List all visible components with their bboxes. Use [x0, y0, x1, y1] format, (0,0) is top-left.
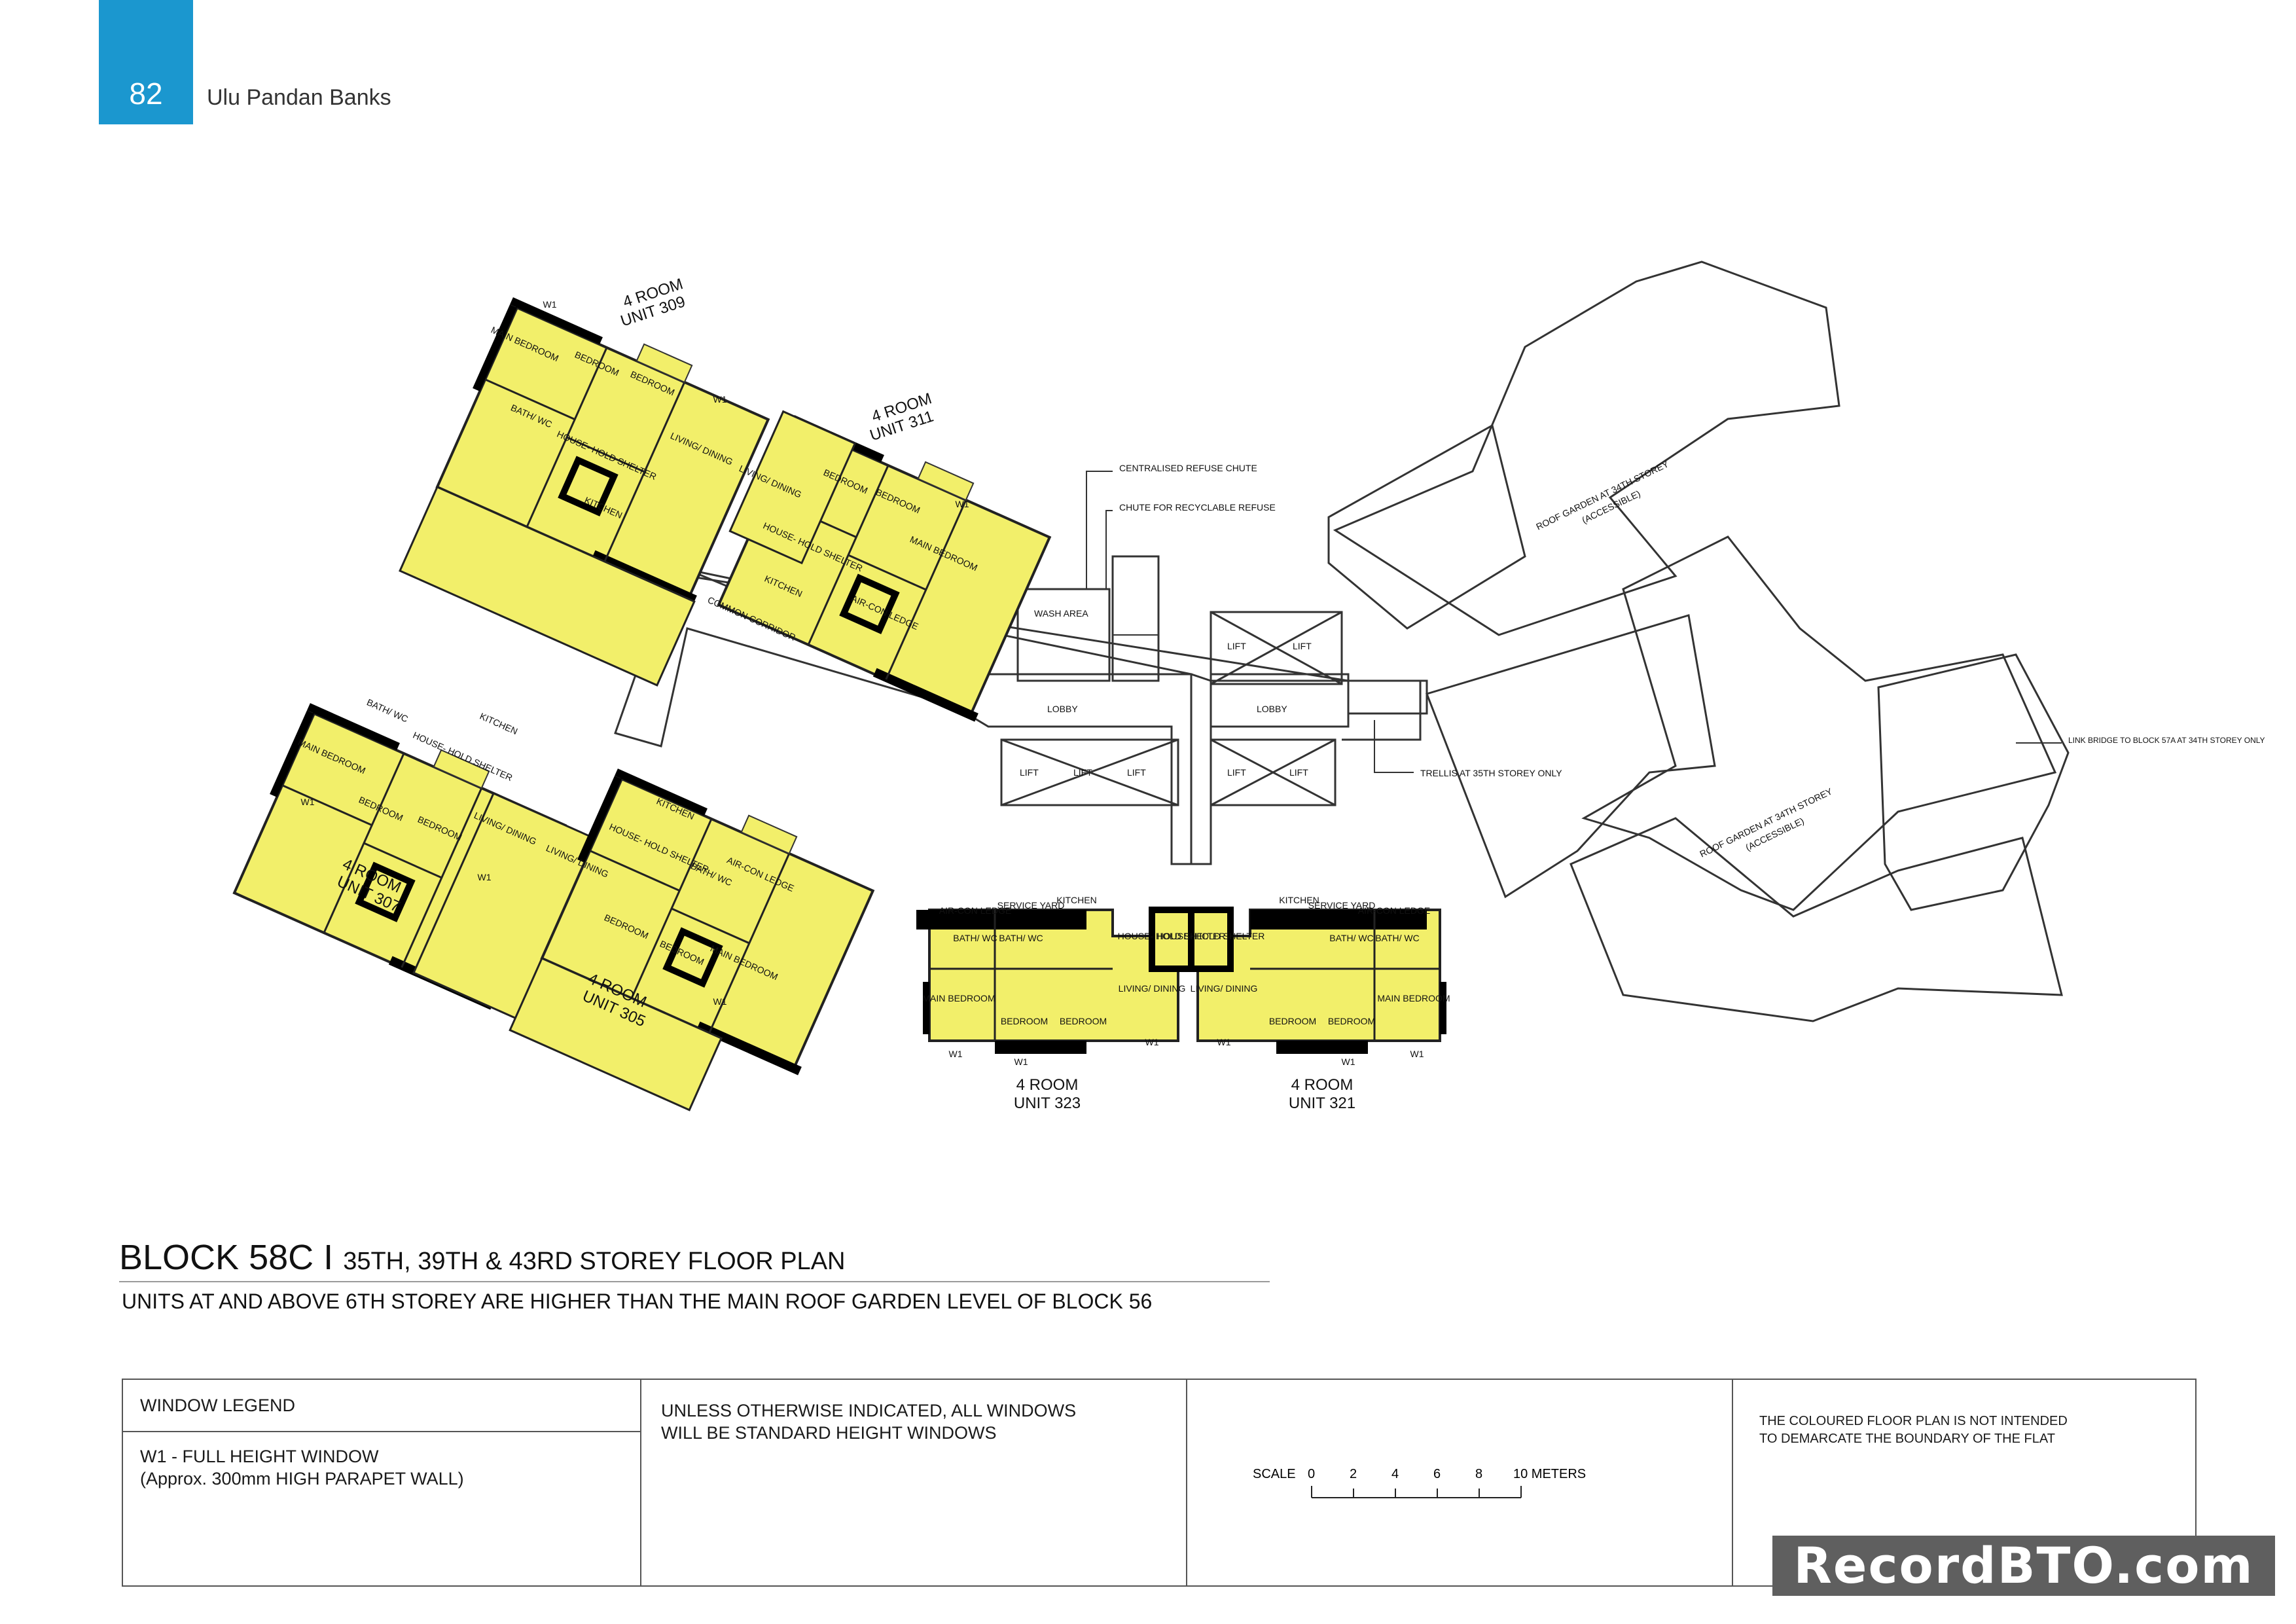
window-tag: W1 [1145, 1037, 1159, 1047]
room-label: LIVING/ DINING [1119, 983, 1186, 994]
window-tag: W1 [478, 872, 492, 882]
page-number: 82 [129, 77, 163, 111]
block-title: BLOCK 58C I 35TH, 39TH & 43RD STOREY FLO… [119, 1237, 845, 1278]
window-tag: W1 [713, 996, 727, 1007]
window-tag: W1 [1014, 1056, 1028, 1067]
block-name: BLOCK 58C [119, 1238, 314, 1277]
window-tag: W1 [1410, 1049, 1424, 1059]
w1-description: W1 - FULL HEIGHT WINDOW [140, 1447, 379, 1466]
unit-323-type: 4 ROOM [1016, 1076, 1079, 1094]
refuse-chute-label: CENTRALISED REFUSE CHUTE [1119, 463, 1257, 473]
room-label: BEDROOM [1328, 1016, 1375, 1026]
scale-bar: SCALE 0 2 4 6 8 10 METERS [1253, 1467, 1586, 1498]
window-tag: W1 [301, 797, 315, 807]
window-tag: W1 [1217, 1037, 1231, 1047]
scale-tick-label: 10 METERS [1513, 1467, 1586, 1481]
unit-323 [916, 907, 1194, 1054]
room-label: BATH/ WC [999, 933, 1043, 943]
room-label: LIVING/ DINING [1191, 983, 1258, 994]
unit-323-number: UNIT 323 [1014, 1094, 1081, 1112]
lift-label: LIFT [1289, 767, 1308, 778]
room-label: KITCHEN [478, 711, 520, 737]
recyclable-chute-label: CHUTE FOR RECYCLABLE REFUSE [1119, 502, 1276, 513]
disclaimer-cell: THE COLOURED FLOOR PLAN IS NOT INTENDED … [1733, 1380, 2198, 1585]
plan-subtitle: UNITS AT AND ABOVE 6TH STOREY ARE HIGHER… [122, 1290, 1153, 1313]
scale-tick-label: 2 [1350, 1467, 1357, 1481]
wash-area-label: WASH AREA [1034, 608, 1088, 619]
room-label: SERVICE YARD [1308, 900, 1376, 911]
scale-tick-label: 0 [1308, 1467, 1315, 1481]
roof-garden-label: ROOF GARDEN AT 34TH STOREY [1534, 458, 1670, 532]
common-core [614, 261, 2070, 1022]
unit-311 [700, 401, 1063, 721]
disclaimer-note: THE COLOURED FLOOR PLAN IS NOT INTENDED … [1759, 1413, 2068, 1448]
room-label: BEDROOM [1269, 1016, 1316, 1026]
room-label: BEDROOM [1001, 1016, 1048, 1026]
unit-309 [399, 288, 781, 687]
lobby-label: LOBBY [1257, 704, 1287, 714]
leader-lines [1086, 471, 2062, 773]
window-note-line: WILL BE STANDARD HEIGHT WINDOWS [661, 1423, 997, 1443]
window-tag: W1 [956, 499, 969, 509]
window-legend-w1: W1 - FULL HEIGHT WINDOW (Approx. 300mm H… [140, 1445, 464, 1490]
room-label: AIR-CON LEDGE [1358, 905, 1430, 916]
window-tag: W1 [949, 1049, 963, 1059]
window-height-note: UNLESS OTHERWISE INDICATED, ALL WINDOWS … [661, 1399, 1076, 1444]
title-separator: I [323, 1238, 334, 1277]
w1-parapet-note: (Approx. 300mm HIGH PARAPET WALL) [140, 1469, 464, 1489]
disclaimer-line: TO DEMARCATE THE BOUNDARY OF THE FLAT [1759, 1432, 2055, 1446]
room-label: BATH/ WC [1329, 933, 1373, 943]
room-label: BATH/ WC [365, 696, 410, 724]
room-label: AIR-CON LEDGE [939, 905, 1011, 916]
lift-label: LIFT [1227, 767, 1246, 778]
window-legend-heading: WINDOW LEGEND [140, 1396, 296, 1415]
project-name: Ulu Pandan Banks [207, 85, 391, 110]
lift-label: LIFT [1073, 767, 1092, 778]
unit-321-type: 4 ROOM [1291, 1076, 1354, 1094]
window-note-line: UNLESS OTHERWISE INDICATED, ALL WINDOWS [661, 1401, 1077, 1420]
room-label: BEDROOM [1060, 1016, 1107, 1026]
legend-divider [123, 1431, 640, 1432]
room-label: HOUSE- HOLD SHELTER [1157, 931, 1265, 941]
lift-label: LIFT [1227, 641, 1246, 651]
room-label: HOUSE- HOLD SHELTER [1118, 931, 1226, 941]
scale-tick-label: 8 [1475, 1467, 1482, 1481]
window-tag: W1 [1342, 1056, 1355, 1067]
window-tag: W1 [713, 394, 727, 405]
room-label: SERVICE YARD [997, 900, 1065, 911]
window-note-cell: UNLESS OTHERWISE INDICATED, ALL WINDOWS … [641, 1380, 1187, 1585]
room-label: MAIN BEDROOM [922, 993, 995, 1003]
room-label: KITCHEN [1279, 895, 1319, 905]
legend-box: WINDOW LEGEND W1 - FULL HEIGHT WINDOW (A… [122, 1379, 2197, 1587]
scale-tick-label: 4 [1391, 1467, 1399, 1481]
room-label: KITCHEN [1056, 895, 1096, 905]
lift-label: LIFT [1020, 767, 1039, 778]
lobby-label: LOBBY [1047, 704, 1078, 714]
storey-label: 35TH, 39TH & 43RD STOREY FLOOR PLAN [343, 1248, 846, 1275]
disclaimer-line: THE COLOURED FLOOR PLAN IS NOT INTENDED [1759, 1414, 2068, 1428]
trellis-label: TRELLIS AT 35TH STOREY ONLY [1420, 768, 1562, 778]
window-legend-cell: WINDOW LEGEND W1 - FULL HEIGHT WINDOW (A… [123, 1380, 641, 1585]
scale-cell: SCALE 0 2 4 6 8 10 METERS [1187, 1380, 1733, 1585]
unit-321-number: UNIT 321 [1289, 1094, 1355, 1112]
room-label: BATH/ WC [1375, 933, 1419, 943]
scale-label: SCALE [1253, 1467, 1296, 1481]
link-bridge-label: LINK BRIDGE TO BLOCK 57A AT 34TH STOREY … [2068, 736, 2265, 745]
lift-label: LIFT [1127, 767, 1146, 778]
lift-label: LIFT [1293, 641, 1312, 651]
room-label: BATH/ WC [953, 933, 997, 943]
page-number-tab: 82 [99, 0, 193, 124]
unit-305 [509, 759, 886, 1111]
unit-321 [1188, 907, 1446, 1054]
title-rule [119, 1281, 1270, 1282]
scale-tick-label: 6 [1433, 1467, 1441, 1481]
room-label: MAIN BEDROOM [1377, 993, 1450, 1003]
window-tag: W1 [543, 299, 557, 310]
watermark: RecordBTO.com [1772, 1536, 2275, 1596]
window-tags: W1 W1 W1 W1 W1 W1 W1 W1 W1 W1 W1 W1 [301, 299, 1424, 1067]
roof-garden-label: ROOF GARDEN AT 34TH STOREY [1698, 785, 1834, 859]
